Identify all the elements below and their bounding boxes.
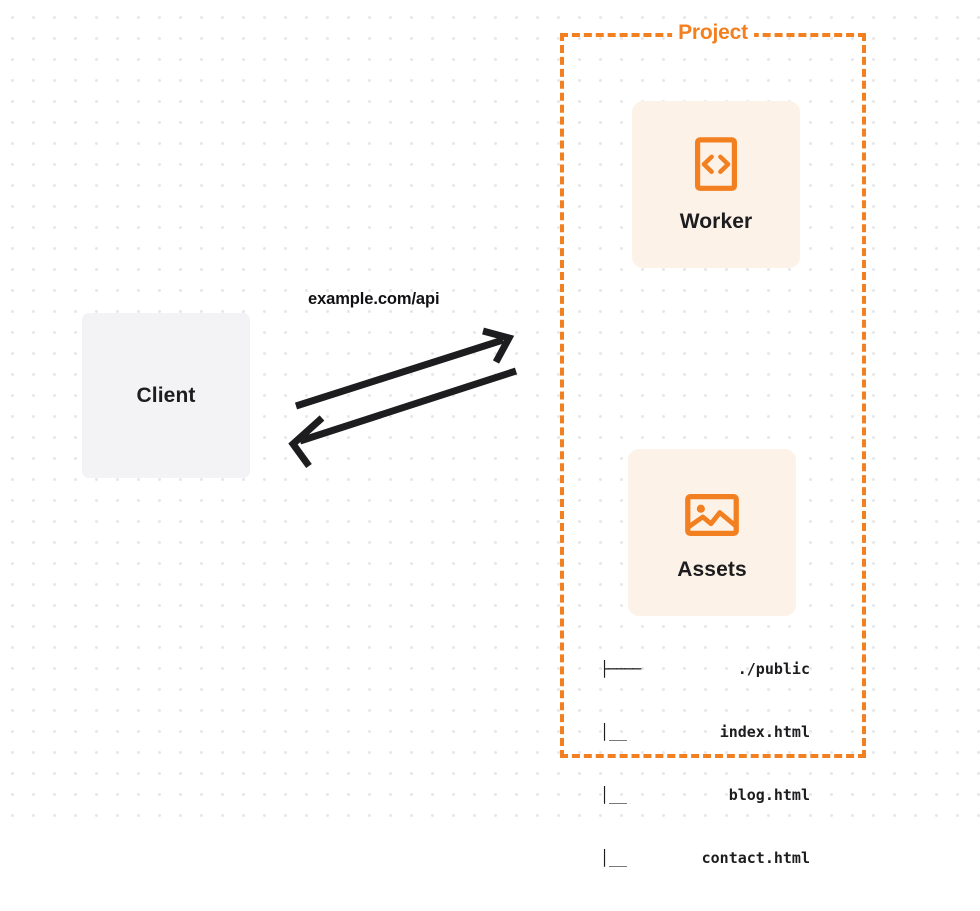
tree-branch-glyph: │__ (600, 723, 628, 741)
worker-node[interactable]: Worker (632, 101, 800, 268)
tree-item-name: ./public (737, 660, 810, 678)
tree-branch-glyph: ├──── (600, 660, 641, 678)
worker-node-label: Worker (679, 209, 753, 233)
tree-branch-glyph: │__ (600, 786, 628, 804)
file-tree-row: │__ contact.html (600, 848, 810, 869)
diagram-canvas: Client example.com/api Project Worker (0, 0, 980, 867)
client-node[interactable]: Client (82, 313, 250, 478)
code-brackets-icon (694, 136, 738, 191)
connection-label: example.com/api (308, 290, 440, 308)
tree-branch-glyph: │__ (600, 849, 628, 867)
file-tree-row: │__ index.html (600, 722, 810, 743)
assets-node[interactable]: Assets (628, 449, 796, 616)
assets-file-tree: ├──── ./public │__ index.html │__ blog.h… (600, 617, 810, 911)
response-arrow (288, 367, 518, 469)
project-container: Project (560, 21, 866, 758)
tree-item-name: contact.html (701, 849, 810, 867)
assets-node-label: Assets (677, 557, 747, 581)
client-node-label: Client (136, 383, 196, 407)
image-icon (685, 493, 739, 536)
file-tree-row: │__ blog.html (600, 785, 810, 806)
project-title: Project (672, 21, 754, 45)
tree-item-name: blog.html (728, 786, 810, 804)
request-arrow (294, 327, 515, 410)
file-tree-row: ├──── ./public (600, 659, 810, 680)
tree-item-name: index.html (719, 723, 810, 741)
